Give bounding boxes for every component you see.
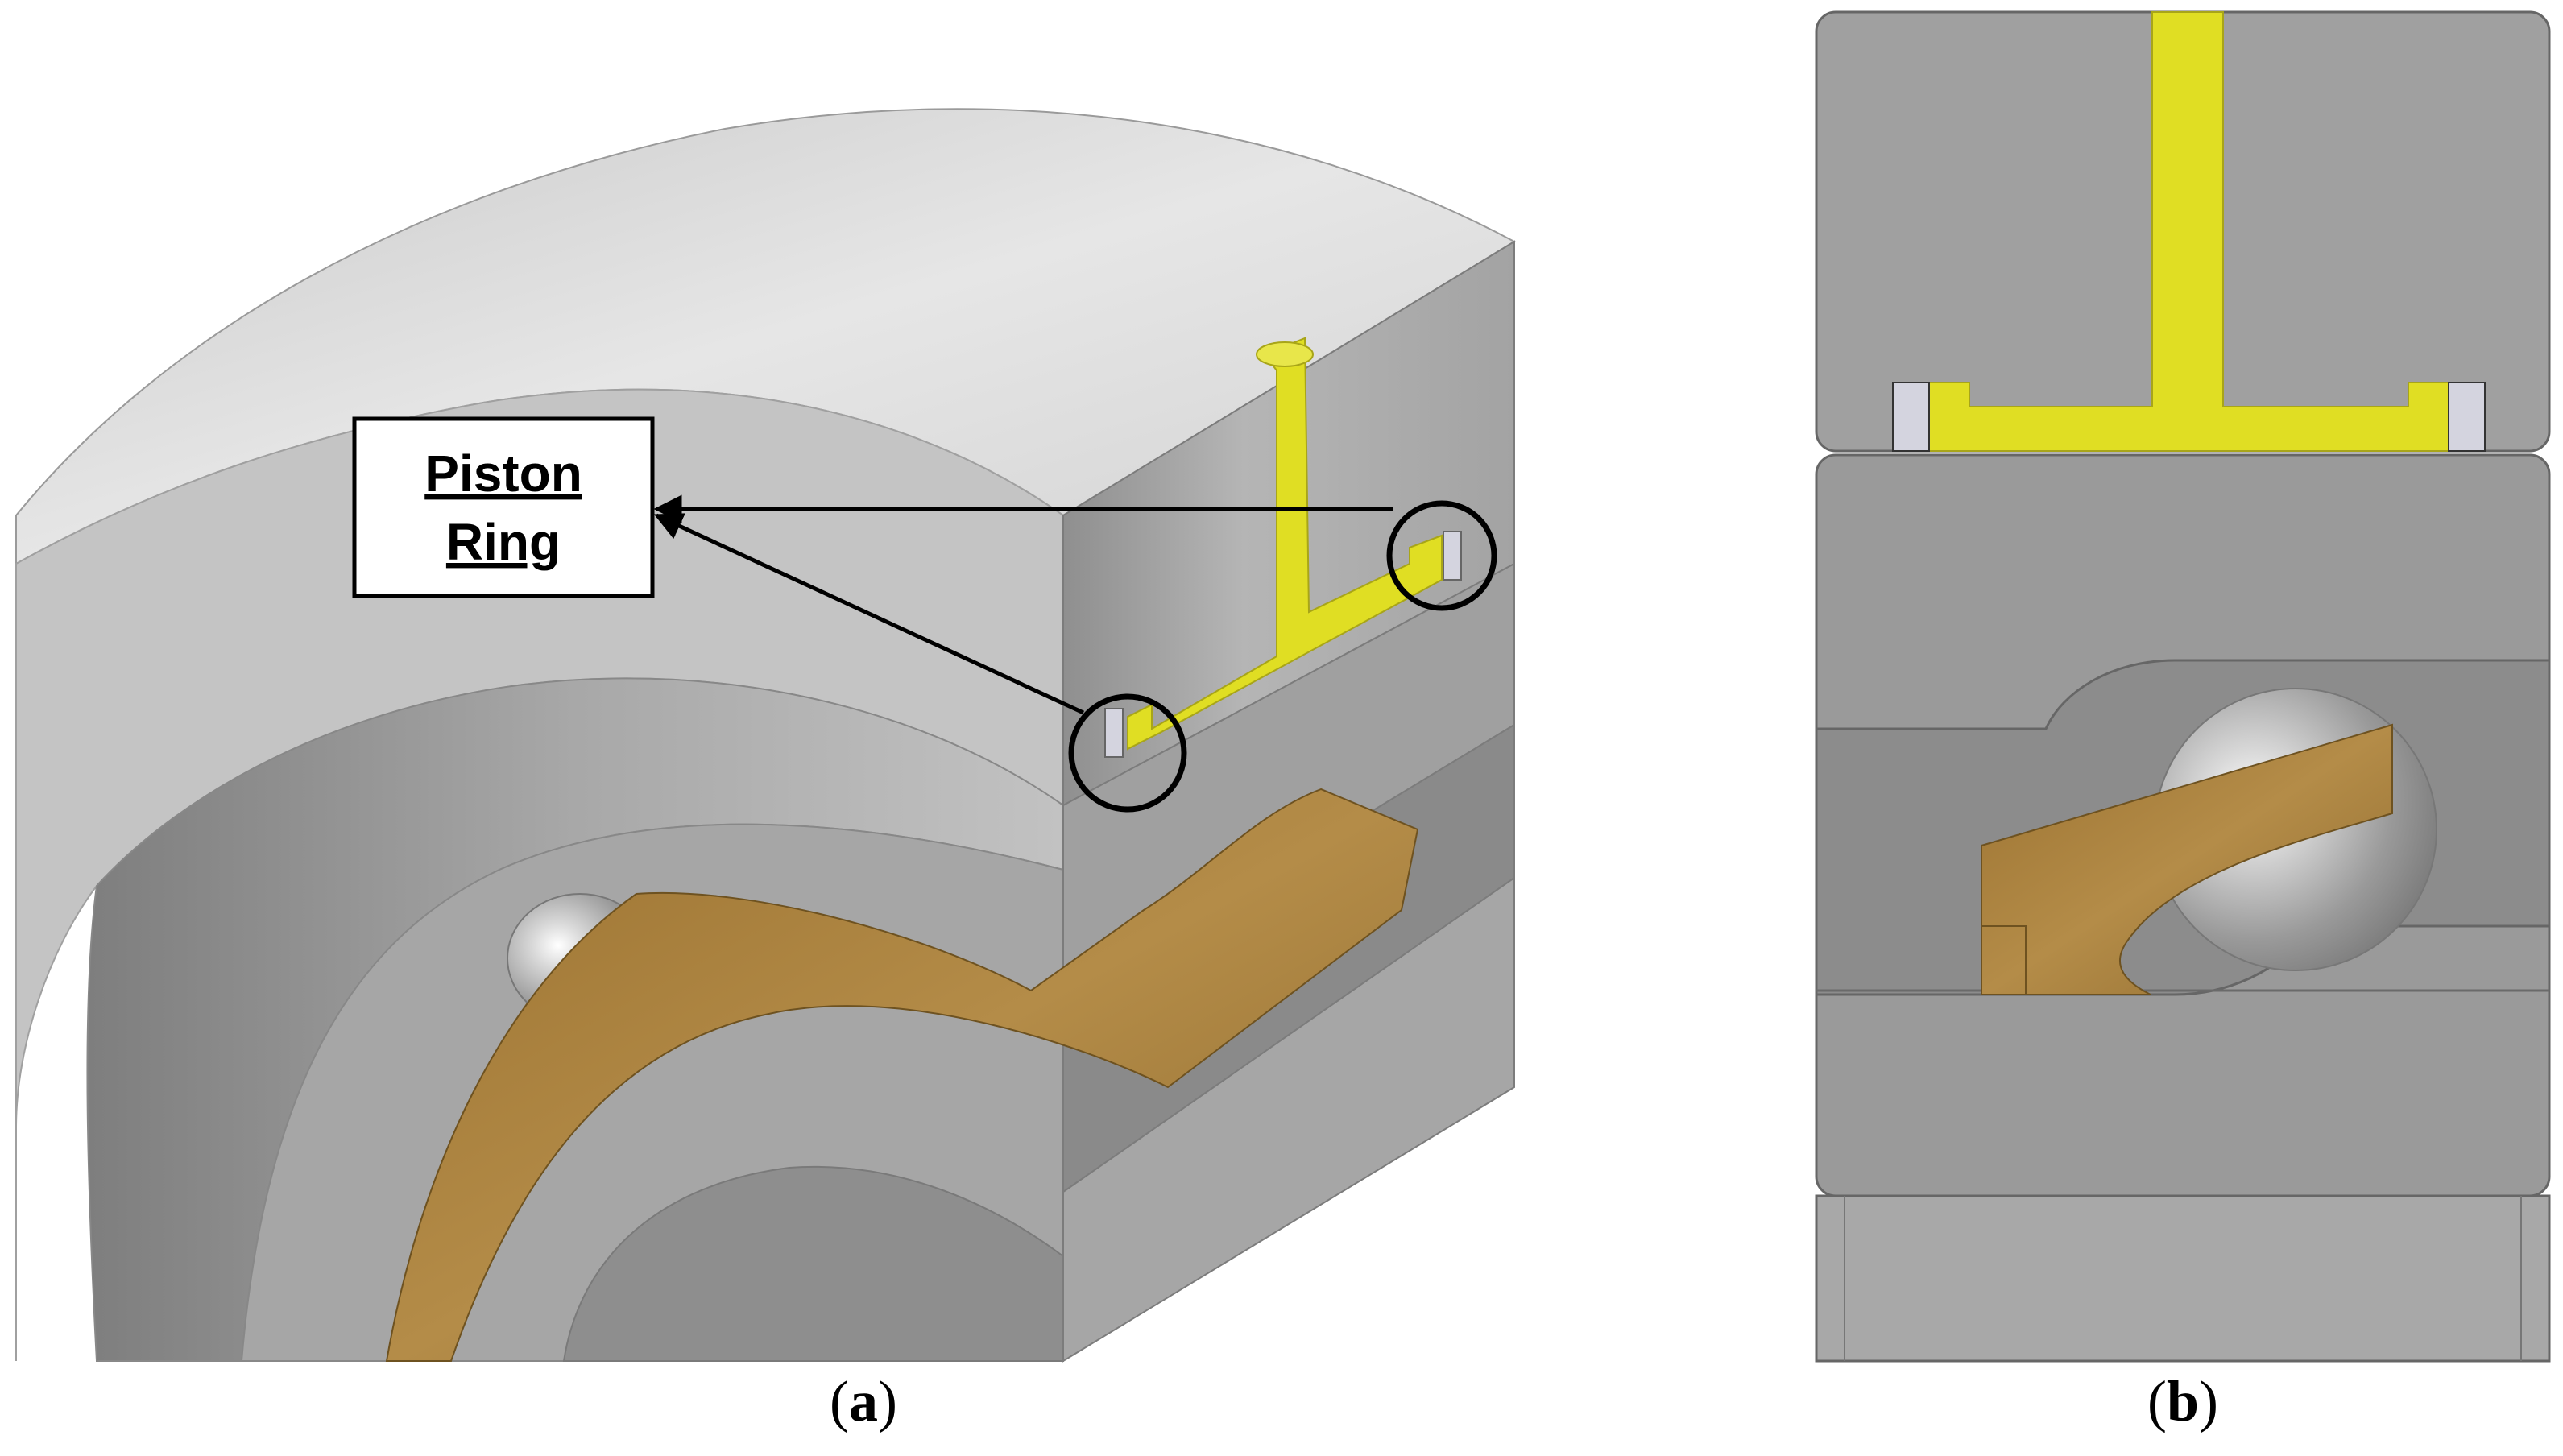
panel-a-3d-view: Piston Ring [15, 108, 1517, 1363]
tilting-pad [385, 788, 1419, 1362]
caption-a-open: ( [830, 1369, 849, 1433]
caption-b-open: ( [2147, 1369, 2167, 1433]
section-tilting-pad [1981, 723, 2393, 995]
section-piston-ring-right [2448, 382, 2486, 452]
callout-arrow-left [653, 513, 1085, 715]
caption-a-close: ) [878, 1369, 897, 1433]
section-pad-edge [1981, 925, 2027, 995]
callout-box [352, 416, 655, 598]
ring-highlight-right [1386, 500, 1497, 611]
caption-b: (b) [2102, 1361, 2263, 1442]
caption-b-close: ) [2199, 1369, 2218, 1433]
ring-highlight-left [1068, 693, 1187, 813]
section-bore [1815, 1194, 2551, 1363]
section-piston-ring-left [1892, 382, 1930, 452]
oil-inlet [1256, 341, 1314, 367]
caption-a: (a) [783, 1361, 944, 1442]
callout-line1: Piston [424, 445, 582, 503]
panel-b-section-view [1815, 10, 2551, 1363]
piston-ring-left [1104, 708, 1124, 758]
caption-b-letter: b [2166, 1369, 2200, 1433]
oil-channel [1127, 337, 1443, 751]
piston-ring-right [1443, 531, 1462, 581]
housing-inner-cylinder [562, 1166, 1064, 1362]
callout-line2: Ring [446, 513, 561, 571]
caption-a-letter: a [849, 1369, 878, 1433]
